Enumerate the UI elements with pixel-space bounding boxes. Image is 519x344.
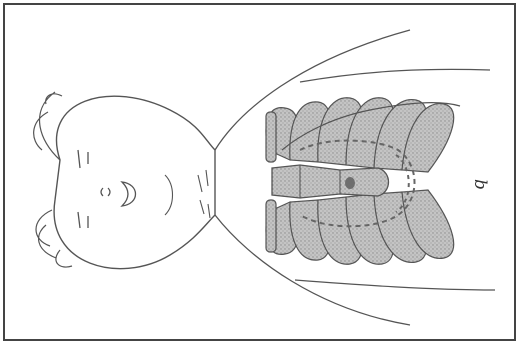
figure-label-b: b [471, 179, 488, 190]
head-outline [54, 96, 215, 268]
right-rib-cage [266, 190, 454, 264]
right-flank-line [295, 280, 495, 290]
left-clavicle [266, 112, 276, 162]
left-flank-line [300, 69, 490, 82]
right-clavicle [266, 200, 276, 252]
sternum-spot [345, 177, 355, 189]
sternum [272, 165, 389, 198]
left-rib-cage [266, 98, 460, 172]
